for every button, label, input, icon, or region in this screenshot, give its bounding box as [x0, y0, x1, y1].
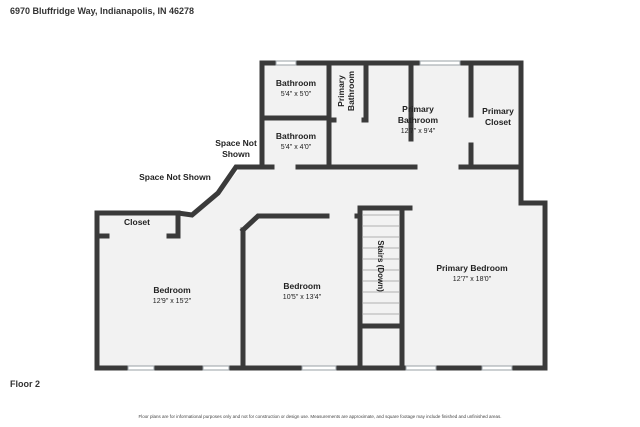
primary-bathroom-small-label-1: Primary	[336, 75, 346, 107]
closet-label: Closet	[124, 217, 150, 227]
wall-bedroom2-north	[239, 213, 363, 234]
primary-closet-label-2: Closet	[485, 117, 511, 127]
bathroom-1-label: Bathroom	[276, 78, 317, 88]
space-not-shown-1-line1: Space Not	[215, 138, 257, 148]
doorway	[417, 163, 459, 171]
outer-wall-north-left	[94, 164, 265, 218]
bathroom-2-dims: 5'4" x 4'0"	[281, 144, 312, 151]
doorway	[329, 212, 355, 220]
doorway	[467, 117, 475, 143]
bathroom-1-dims: 5'4" x 5'0"	[281, 91, 312, 98]
bedroom-1-dims: 12'9" x 15'2"	[153, 298, 192, 305]
doorway	[336, 115, 362, 123]
stair-treads	[362, 214, 400, 315]
primary-closet-label-1: Primary	[482, 106, 514, 116]
doorway	[109, 232, 167, 240]
primary-bathroom-dims: 12'7" x 9'4"	[401, 128, 436, 135]
space-not-shown-1-line2: Shown	[222, 149, 250, 159]
window	[405, 365, 437, 371]
window	[202, 365, 230, 371]
windows	[127, 60, 513, 371]
primary-bathroom-label-1: Primary	[402, 104, 434, 114]
space-not-shown-2-label: Space Not Shown	[139, 172, 211, 182]
doorway	[407, 171, 413, 201]
doorway	[407, 141, 415, 165]
window	[127, 365, 155, 371]
primary-bedroom-label: Primary Bedroom	[436, 263, 508, 273]
door-openings	[109, 115, 475, 240]
window	[419, 60, 461, 66]
stairs-label: Stairs (Down)	[376, 240, 385, 292]
window	[481, 365, 513, 371]
disclaimer-text: Floor plans are for informational purpos…	[138, 414, 502, 419]
outer-wall-east	[518, 60, 548, 371]
primary-bathroom-small-label-2: Bathroom	[346, 70, 356, 111]
bedroom-2-label: Bedroom	[283, 281, 321, 291]
bathroom-2-label: Bathroom	[276, 131, 317, 141]
primary-bedroom-dims: 12'7" x 18'0"	[453, 276, 492, 283]
window	[275, 60, 297, 66]
floor-label: Floor 2	[10, 379, 41, 389]
primary-bathroom-label-2: Bathroom	[398, 115, 439, 125]
bedroom-1-label: Bedroom	[153, 285, 191, 295]
window	[301, 365, 337, 371]
doorway	[274, 163, 296, 171]
listing-address: 6970 Bluffridge Way, Indianapolis, IN 46…	[10, 6, 195, 16]
bedroom-2-dims: 10'5" x 13'4"	[283, 294, 322, 301]
